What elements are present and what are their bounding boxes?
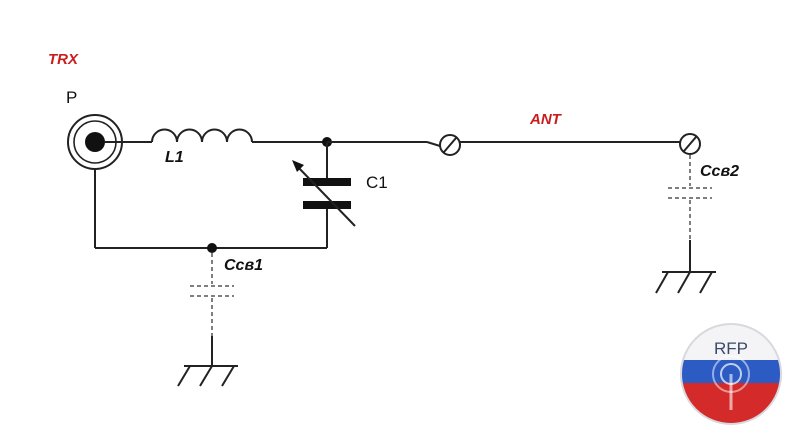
capacitor-plate-bottom — [303, 201, 351, 209]
trx-label: TRX — [48, 51, 79, 68]
antenna-label: ANT — [529, 111, 563, 128]
ground-icon — [655, 271, 716, 294]
stray-capacitance-1 — [190, 253, 234, 336]
variable-arrow-icon — [292, 160, 356, 227]
antenna-connector-1 — [439, 134, 461, 156]
antenna-connector-2 — [679, 133, 701, 155]
inductor-coil — [151, 128, 253, 143]
stray-capacitance-2 — [668, 155, 712, 240]
wire-kink — [426, 141, 441, 147]
capacitor-plate-top — [303, 178, 351, 186]
rfp-logo: RFP — [680, 323, 782, 425]
coupling-cap-2-label: Ccв2 — [700, 163, 739, 180]
capacitor-label: C1 — [366, 173, 388, 192]
port-label: P — [66, 88, 77, 107]
inductor-label: L1 — [165, 149, 184, 166]
logo-text: RFP — [714, 339, 748, 358]
coupling-cap-1-label: Ccв1 — [224, 257, 263, 274]
ground-icon — [177, 365, 238, 387]
junction-node-bottom — [207, 243, 217, 253]
